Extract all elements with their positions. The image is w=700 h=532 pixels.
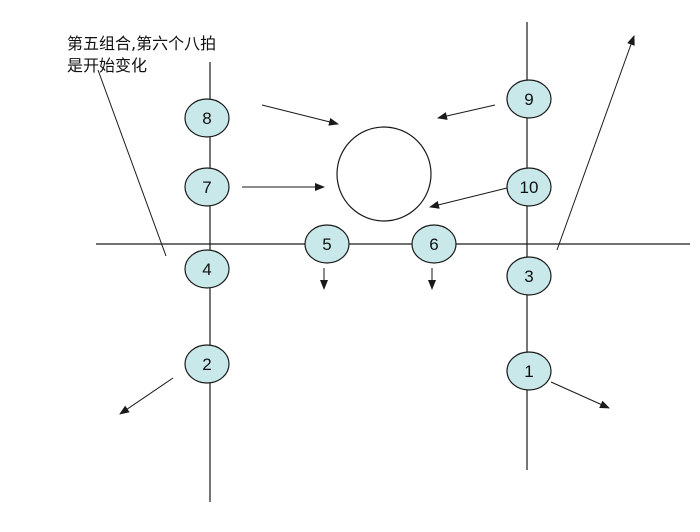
node-9: 9	[506, 79, 552, 119]
node-10: 10	[506, 167, 552, 207]
node-6: 6	[411, 224, 457, 264]
arrow-from-2	[119, 377, 174, 415]
node-2-label: 2	[202, 355, 211, 374]
arrow-from-9	[437, 104, 496, 120]
annotation-note: 第五组合,第六个八拍 是开始变化	[67, 33, 216, 77]
node-7: 7	[184, 167, 230, 207]
arrow-from-1	[550, 381, 610, 409]
center-circle	[336, 126, 432, 222]
annotation-line-2: 是开始变化	[67, 56, 148, 75]
node-10-label: 10	[520, 178, 539, 197]
node-7-label: 7	[202, 178, 211, 197]
node-8-label: 8	[202, 109, 211, 128]
arrow-from-8	[261, 104, 339, 126]
node-8: 8	[184, 98, 230, 138]
node-1: 1	[506, 351, 552, 391]
arrow-from-10	[429, 187, 508, 209]
node-6-label: 6	[429, 235, 438, 254]
node-4-label: 4	[202, 260, 211, 279]
node-5: 5	[304, 224, 350, 264]
annotation-line-1: 第五组合,第六个八拍	[67, 34, 217, 53]
node-5-label: 5	[322, 235, 331, 254]
node-3: 3	[506, 256, 552, 296]
node-3-label: 3	[524, 267, 533, 286]
node-4: 4	[184, 249, 230, 289]
annotation-pointer	[97, 69, 167, 257]
node-2: 2	[184, 344, 230, 384]
node-1-label: 1	[524, 362, 533, 381]
arrow-from-3	[556, 35, 635, 251]
node-9-label: 9	[524, 90, 533, 109]
